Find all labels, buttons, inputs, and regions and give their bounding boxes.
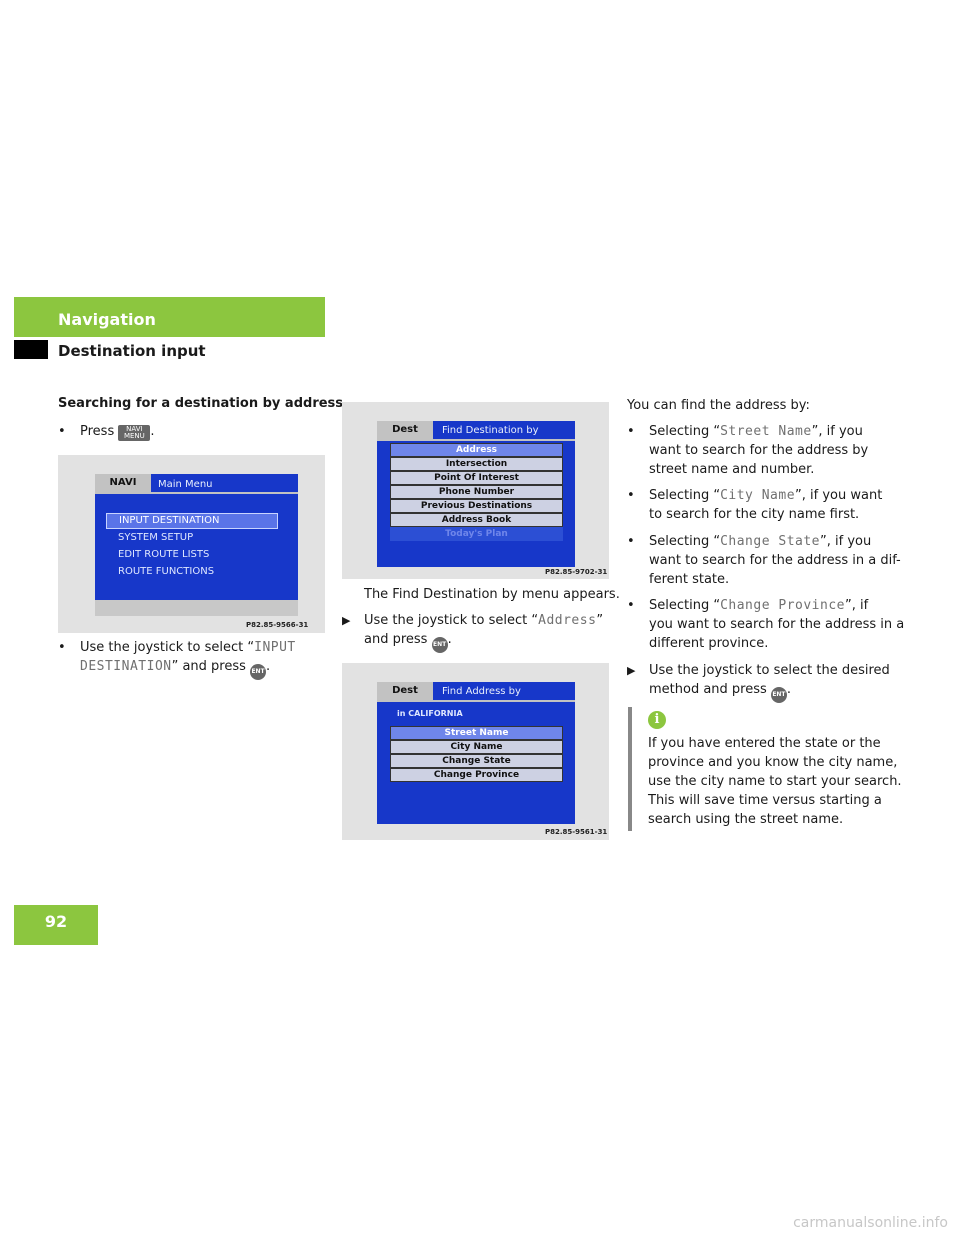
bullet-icon: • xyxy=(58,424,66,439)
tab-dest: Dest xyxy=(377,682,433,700)
state-line: in CALIFORNIA xyxy=(397,709,463,718)
header-marker xyxy=(14,340,48,359)
list-item: • Use the joystick to select “INPUT DEST… xyxy=(58,638,328,680)
page-number: 92 xyxy=(44,912,68,931)
watermark: carmanualsonline.info xyxy=(793,1215,948,1231)
tab-dest: Dest xyxy=(377,421,433,439)
intro-text: You can find the address by: xyxy=(627,398,810,413)
screen-title: Find Address by xyxy=(442,686,521,697)
tab-navi: NAVI xyxy=(95,474,151,492)
bullet-icon: • xyxy=(627,424,635,439)
section-title: Navigation xyxy=(58,310,156,329)
enter-button-icon: ENT xyxy=(770,687,787,703)
menu-item: City Name xyxy=(390,740,563,754)
arrow-right-icon: ▶ xyxy=(627,664,636,677)
enter-button-icon: ENT xyxy=(431,637,448,653)
page-number-box xyxy=(14,905,98,945)
screenshot-find-address: Dest Find Address by in CALIFORNIA P82.8… xyxy=(342,663,609,840)
menu-item: EDIT ROUTE LISTS xyxy=(118,549,210,560)
menu-item: Address Book xyxy=(390,513,563,527)
bullet-icon: • xyxy=(627,488,635,503)
menu-item: Change Province xyxy=(390,768,563,782)
menu-item: Point Of Interest xyxy=(390,471,563,485)
bullet-icon: • xyxy=(627,598,635,613)
figure-code: P82.85-9561-31 xyxy=(545,828,608,836)
menu-item: SYSTEM SETUP xyxy=(118,532,194,543)
screen xyxy=(95,474,298,600)
bullet-icon: • xyxy=(58,640,66,655)
info-icon: i xyxy=(648,711,666,729)
info-sidebar xyxy=(628,707,632,831)
screenshot-find-destination: Dest Find Destination by P82.85-9702-31 … xyxy=(342,402,609,579)
list-item: ▶ Use the joystick to select “Address” a… xyxy=(342,611,612,653)
info-text: If you have entered the state or the pro… xyxy=(648,736,902,827)
subsection-title: Destination input xyxy=(58,342,206,360)
arrow-right-icon: ▶ xyxy=(342,614,351,627)
menu-item: Previous Destinations xyxy=(390,499,563,513)
screen-title: Find Destination by xyxy=(442,425,539,436)
menu-item: Phone Number xyxy=(390,485,563,499)
bullet-icon: • xyxy=(627,534,635,549)
menu-item: Address xyxy=(390,443,563,457)
menu-item: Change State xyxy=(390,754,563,768)
menu-item: Street Name xyxy=(390,726,563,740)
figure-code: P82.85-9702-31 xyxy=(545,568,608,576)
screen-title: Main Menu xyxy=(158,479,213,490)
menu-item-selected: INPUT DESTINATION xyxy=(106,513,278,529)
menu-item: Intersection xyxy=(390,457,563,471)
caption: The Find Destination by menu appears. xyxy=(364,587,620,602)
section-heading: Searching for a destination by address xyxy=(58,396,344,411)
menu-item: Today's Plan xyxy=(390,527,563,541)
list-item: ▶ Use the joystick to select the desired… xyxy=(627,661,917,703)
figure-code: P82.85-9566-31 xyxy=(246,621,309,629)
header-bar xyxy=(14,297,325,337)
screenshot-main-menu: NAVI Main Menu INPUT DESTINATION SYSTEM … xyxy=(58,455,325,633)
menu-item: ROUTE FUNCTIONS xyxy=(118,566,215,577)
enter-button-icon: ENT xyxy=(250,664,267,680)
